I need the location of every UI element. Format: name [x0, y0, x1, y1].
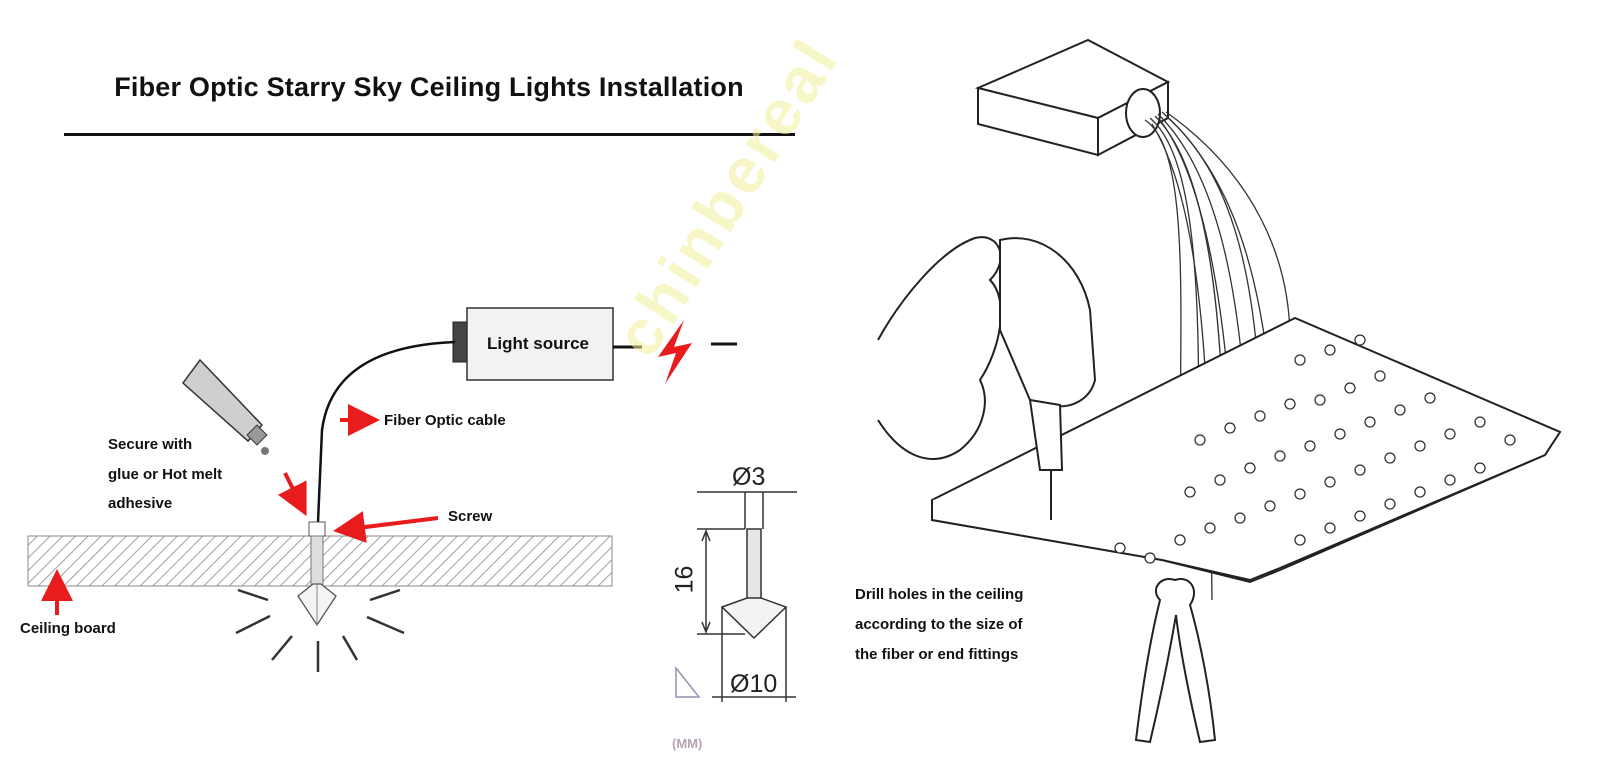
length-dim: 16: [670, 565, 699, 594]
hand-drill-illustration: [877, 236, 1097, 520]
ceiling-light-source: [974, 38, 1171, 157]
light-source-label: Light source: [486, 334, 589, 353]
light-source-box: [452, 307, 737, 381]
unit-label: (MM): [672, 736, 703, 751]
bottom-diameter-dim: Ø10: [730, 670, 778, 698]
callout-arrows: [41, 404, 439, 615]
ceiling-panel: [931, 316, 1562, 584]
panel-holes: [1114, 334, 1516, 564]
secure-label-line2: glue or Hot melt: [108, 466, 223, 483]
top-diameter-dim: Ø3: [732, 463, 766, 491]
screw-label: Screw: [448, 508, 493, 525]
drill-label-line2: according to the size of: [855, 616, 1023, 633]
light-rays: [235, 588, 405, 672]
lightning-icon: [658, 320, 692, 384]
end-fitting: [297, 521, 337, 627]
fiber-cable-label: Fiber Optic cable: [384, 412, 506, 429]
diagram-title: Fiber Optic Starry Sky Ceiling Lights In…: [114, 72, 744, 102]
secure-label-line3: adhesive: [108, 495, 173, 512]
drill-label-line3: the fiber or end fittings: [855, 646, 1019, 663]
ceiling-board-label: Ceiling board: [20, 620, 116, 637]
drill-label-line1: Drill holes in the ceiling: [855, 586, 1024, 603]
fiber-optic-cable: [316, 340, 456, 523]
glue-tube-icon: [181, 358, 269, 455]
secure-label-line1: Secure with: [108, 436, 193, 453]
dimension-drawing: [675, 491, 797, 702]
title-divider: [64, 133, 795, 136]
pliers-illustration: [1134, 578, 1217, 744]
